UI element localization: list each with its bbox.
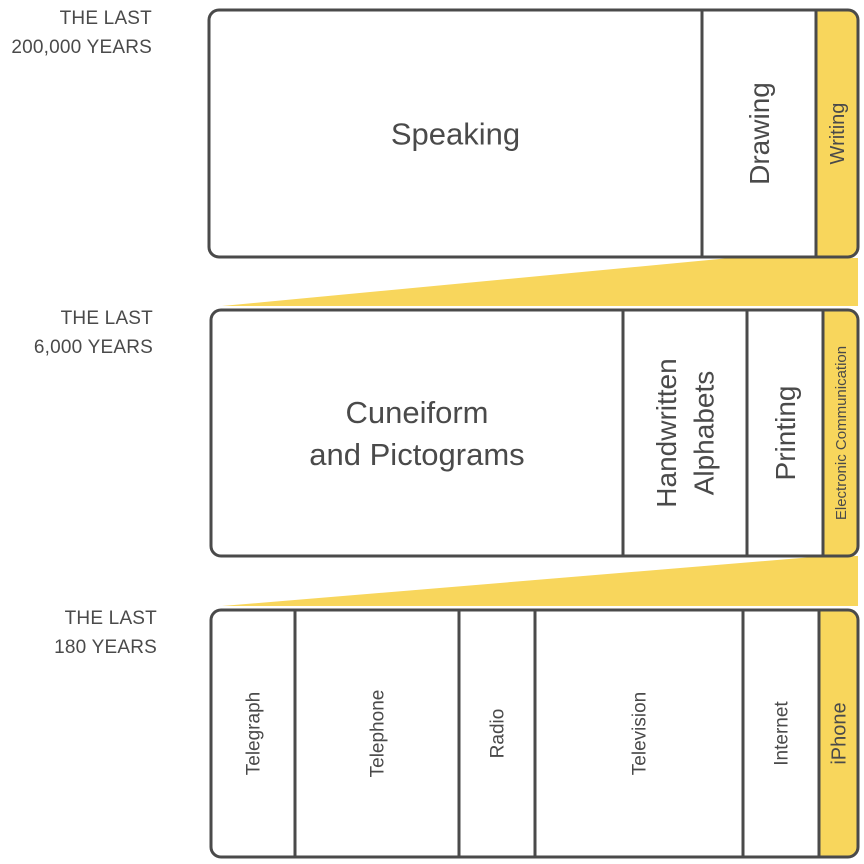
era-label-line: THE LAST (64, 608, 157, 629)
segment-label-line: Cuneiform (346, 395, 489, 430)
segment-label-telegraph: Telegraph (244, 692, 265, 775)
segment-label-line: Writing (827, 103, 849, 165)
segment-highlight-electronic-communication (823, 310, 858, 556)
segment-label-drawing: Drawing (744, 82, 775, 185)
segment-label-line: Speaking (391, 116, 520, 151)
segment-label-printing: Printing (770, 386, 801, 481)
zoom-connector (222, 556, 858, 606)
segment-label-electronic-communication: Electronic Communication (833, 346, 850, 520)
era-box (207, 8, 860, 259)
era-label-line: THE LAST (59, 8, 152, 29)
segment-label-telephone: Telephone (368, 690, 389, 778)
zoom-connector (222, 258, 858, 306)
segment-label-internet: Internet (772, 701, 793, 766)
segment-label-radio: Radio (488, 709, 509, 759)
segment-label-line: Handwritten (651, 358, 682, 507)
segment-label-iphone: iPhone (829, 702, 851, 764)
era-label-180-years: THE LAST 180 YEARS (54, 604, 157, 662)
segment-label-line: Telegraph (244, 692, 265, 775)
segment-label-cuneiform-and-pictograms: Cuneiform and Pictograms (309, 395, 524, 472)
segment-label-writing: Writing (827, 103, 849, 165)
segment-label-line: and Pictograms (309, 437, 524, 472)
segment-label-television: Television (630, 692, 651, 775)
segment-label-line: Television (630, 692, 651, 775)
segment-highlight-iphone (819, 610, 858, 857)
era-label-line: 200,000 YEARS (11, 37, 152, 58)
segment-label-line: Drawing (744, 82, 775, 185)
segment-label-line: iPhone (829, 702, 851, 764)
era-box (209, 308, 860, 558)
segment-label-line: Printing (770, 386, 801, 481)
era-label-line: 6,000 YEARS (33, 337, 153, 358)
era-label-line: 180 YEARS (54, 637, 157, 658)
segment-label-line: Internet (772, 701, 793, 766)
era-label-line: THE LAST (60, 308, 153, 329)
segment-label-line: Alphabets (689, 371, 720, 496)
segment-label-speaking: Speaking (391, 116, 520, 151)
segment-highlight-writing (816, 10, 858, 257)
segment-label-line: Radio (488, 709, 509, 759)
era-label-200000-years: THE LAST 200,000 YEARS (11, 4, 152, 62)
segment-label-line: Telephone (368, 690, 389, 778)
segment-label-line: Electronic Communication (833, 346, 850, 520)
era-label-6000-years: THE LAST 6,000 YEARS (34, 304, 153, 362)
